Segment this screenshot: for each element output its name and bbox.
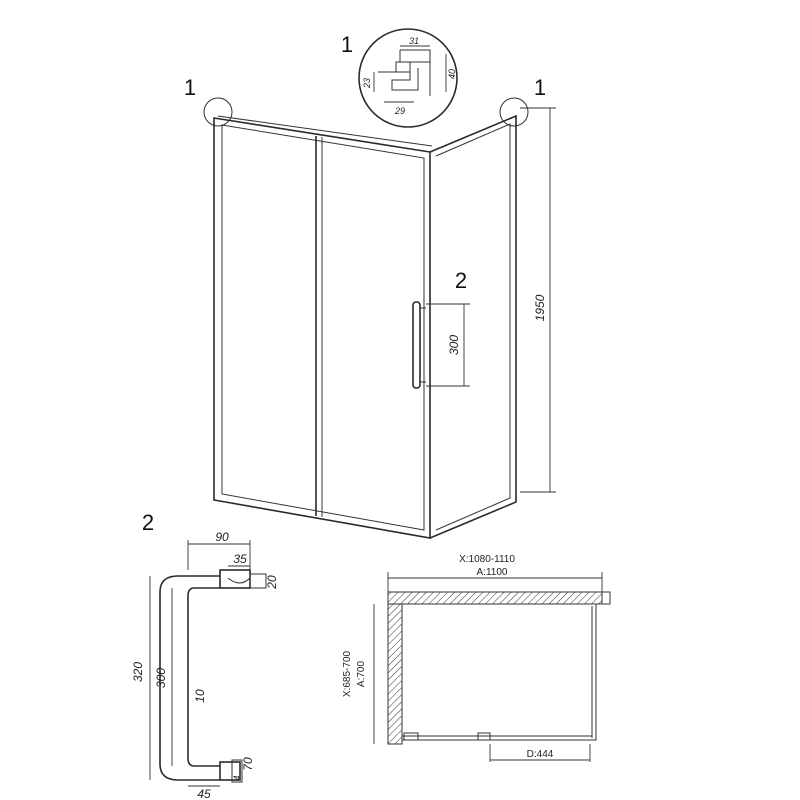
dim-40: 40 <box>447 69 457 79</box>
mount-top-cap <box>249 573 267 589</box>
handle-detail: 90 35 20 320 300 10 45 4 70 <box>131 530 279 800</box>
front-frame-inner <box>221 124 425 531</box>
dim-90: 90 <box>215 530 229 544</box>
dim-23: 23 <box>362 78 372 89</box>
mount-bottom <box>219 761 241 781</box>
enclosure-elevation: 300 1950 <box>213 107 556 539</box>
profile-detail: 31 40 23 29 <box>358 28 458 128</box>
detail-circle <box>358 28 458 128</box>
plan-x-range: X:1080-1110 <box>459 554 515 565</box>
dim-31: 31 <box>409 36 419 46</box>
side-panel <box>429 114 517 539</box>
roller-right <box>477 732 491 741</box>
dim-45: 45 <box>197 787 211 800</box>
profile-shape-2 <box>378 68 419 91</box>
plan-a-width: A:1100 <box>477 567 508 578</box>
dim-35: 35 <box>233 552 247 566</box>
side-wall <box>387 603 403 745</box>
plan-view: X:1080-1110 A:1100 X:685-700 A:700 D:444 <box>342 554 611 762</box>
mount-top-knob <box>227 577 251 584</box>
profile-slot <box>395 61 411 73</box>
dim-height-1950: 1950 <box>533 294 547 321</box>
dim-handle-300: 300 <box>447 335 461 355</box>
dim-4: 4 <box>232 775 242 780</box>
callout-profile-right: 1 <box>534 75 546 100</box>
dim-300-detail: 300 <box>154 668 168 688</box>
dim-10: 10 <box>193 689 207 703</box>
handle-bar-inner <box>187 587 220 767</box>
back-wall <box>387 591 603 605</box>
dim-320: 320 <box>131 662 145 682</box>
top-rail <box>217 115 433 147</box>
dim-70: 70 <box>241 757 255 771</box>
enclosure-outline <box>402 603 597 741</box>
corner-marker-right <box>499 97 529 127</box>
dim-20: 20 <box>265 575 279 590</box>
callout-profile-top: 1 <box>341 32 353 57</box>
dim-29: 29 <box>394 106 405 116</box>
callout-handle-detail: 2 <box>142 510 154 535</box>
roller-left <box>403 732 419 741</box>
profile-shape <box>399 49 431 96</box>
callout-handle: 2 <box>455 268 467 293</box>
mount-bottom-cap <box>231 759 243 783</box>
side-panel-inner <box>435 123 511 531</box>
callout-profile-left: 1 <box>184 75 196 100</box>
wall-end <box>601 591 611 605</box>
handle-bar-outer <box>159 575 220 781</box>
plan-y-range: X:685-700 <box>342 650 353 697</box>
plan-a-depth: A:700 <box>356 660 367 687</box>
corner-marker-left <box>203 97 233 127</box>
door-handle <box>412 301 421 389</box>
plan-door: D:444 <box>527 749 554 760</box>
mount-top <box>219 569 251 589</box>
